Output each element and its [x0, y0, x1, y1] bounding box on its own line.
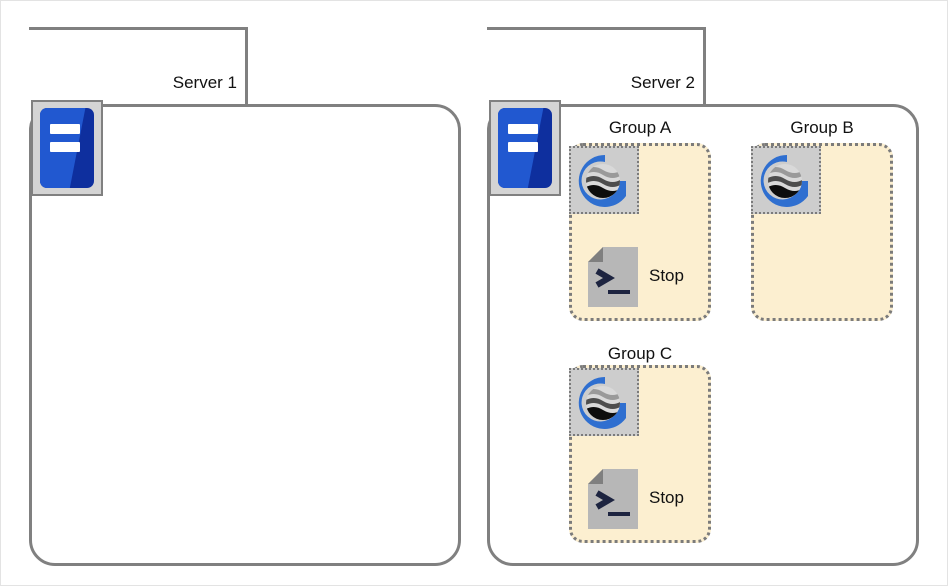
glassfish-icon: [578, 154, 626, 207]
glassfish-icon-tile[interactable]: [569, 146, 639, 214]
server-chip: [40, 108, 94, 188]
group-label: Group B: [790, 118, 854, 137]
server-chip-bar: [507, 141, 538, 152]
script-terminal-icon: [588, 469, 638, 529]
frame-tab-divider: [245, 27, 248, 106]
glassfish-icon-tile[interactable]: [751, 146, 821, 214]
server-icon[interactable]: [489, 100, 561, 196]
glassfish-icon: [578, 376, 626, 429]
server-label: Server 2: [630, 73, 695, 92]
group-label: Group A: [608, 118, 672, 137]
script-item[interactable]: Stop: [587, 468, 707, 529]
server-chip-bar: [507, 124, 538, 135]
script-terminal-icon: [588, 247, 638, 307]
server-icon[interactable]: [31, 100, 103, 196]
glassfish-icon: [760, 154, 808, 207]
frame-tab-line: [487, 27, 705, 30]
frame-tab-line: [29, 27, 247, 30]
script-label: Stop: [649, 488, 684, 507]
frame-tab-divider: [703, 27, 706, 106]
group-label: Group C: [607, 344, 673, 363]
script-item[interactable]: Stop: [587, 246, 707, 307]
server-label: Server 1: [172, 73, 237, 92]
script-label: Stop: [649, 266, 684, 285]
glassfish-icon-tile[interactable]: [569, 368, 639, 436]
server-chip-bar: [49, 124, 80, 135]
server-chip: [498, 108, 552, 188]
server-chip-bar: [49, 141, 80, 152]
